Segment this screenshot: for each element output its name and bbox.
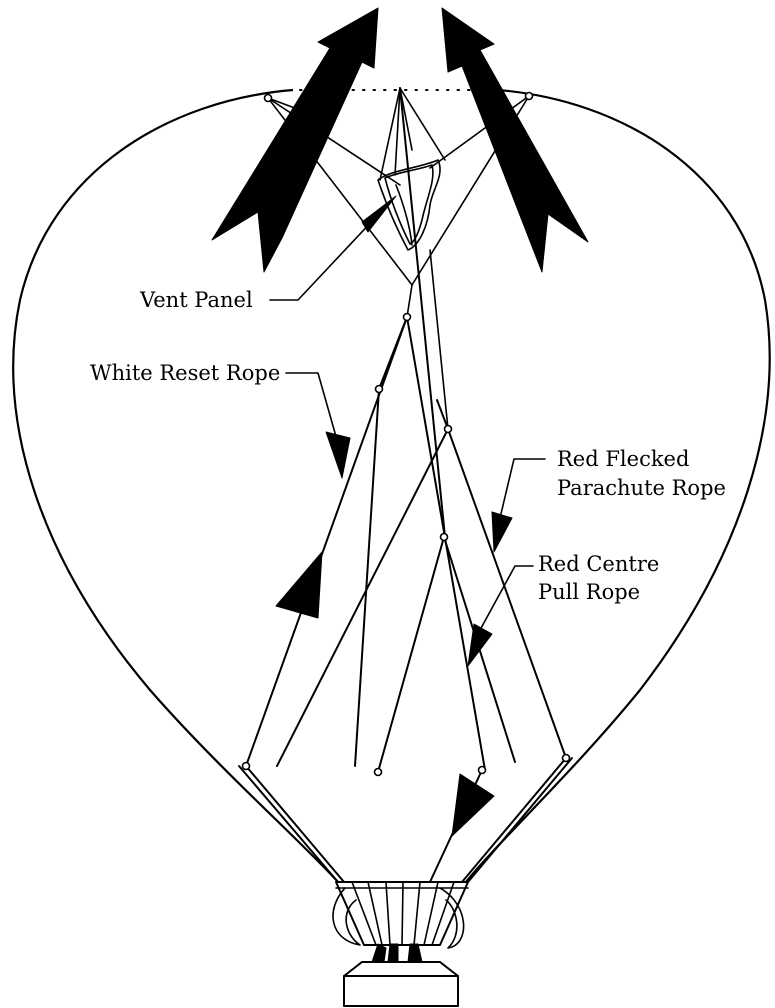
white-reset-up-arrowhead: [276, 552, 322, 618]
white-reset-arrowhead: [326, 432, 350, 478]
red-flecked-arrowhead: [492, 512, 512, 552]
red-centre-label-line2: Pull Rope: [538, 580, 640, 604]
callout-arrows: [276, 196, 512, 836]
skirt-left: [333, 888, 360, 945]
red-centre-label-line1: Red Centre: [538, 552, 659, 576]
red-flecked-label-line1: Red Flecked: [557, 447, 689, 471]
airflow-arrow-right: [442, 8, 588, 272]
white-reset-rope-label: White Reset Rope: [90, 361, 280, 385]
red-flecked-label-line2: Parachute Rope: [557, 476, 726, 500]
burner-right: [408, 944, 422, 962]
burner-left: [372, 944, 386, 962]
basket-base: [344, 976, 458, 1006]
burner-centre: [388, 944, 398, 962]
airflow-arrow-left: [212, 8, 378, 272]
vent-panel-label: Vent Panel: [139, 288, 253, 312]
bottom-down-arrowhead: [452, 774, 494, 836]
basket-assembly: [333, 882, 468, 1006]
